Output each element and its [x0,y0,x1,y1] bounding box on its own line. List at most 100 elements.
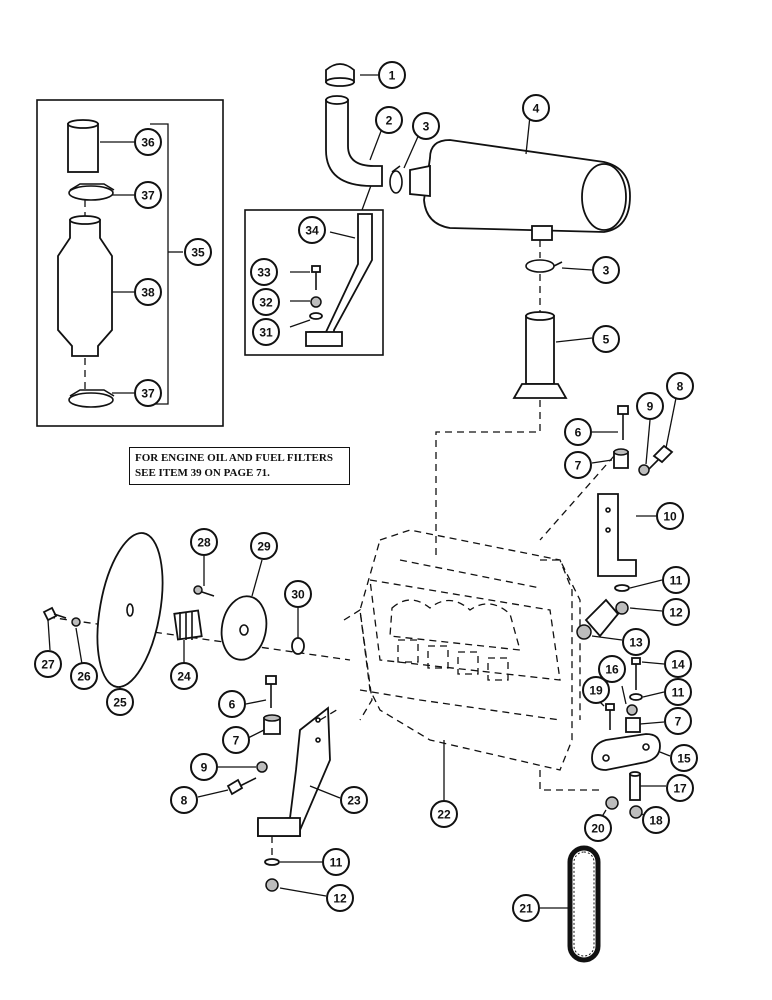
callout-number: 28 [197,536,211,550]
callout-number: 1 [389,69,396,83]
callout-circle [512,894,540,922]
callout-circle [662,598,690,626]
callout-circle [250,532,278,560]
lock-washer-9-lower [256,761,268,773]
callout-circle [222,726,250,754]
callout-number: 26 [77,670,91,684]
lock-washer-26 [71,617,81,627]
callout-number: 14 [671,658,685,672]
callout-number: 22 [437,808,451,822]
callout-6: 6 [218,690,246,718]
bolt-33 [311,265,321,290]
bolt-19 [605,703,615,730]
hub-24 [173,609,203,641]
filter-13 [576,598,620,640]
callout-circle [34,650,62,678]
callout-number: 38 [141,286,155,300]
callout-20: 20 [584,814,612,842]
callout-circle [412,112,440,140]
callout-21: 21 [512,894,540,922]
callout-9: 9 [636,392,664,420]
filters-reference-note: FOR ENGINE OIL AND FUEL FILTERS SEE ITEM… [129,447,350,485]
callout-number: 11 [672,686,685,700]
elbow-pipe-2 [325,95,383,187]
callout-number: 34 [305,224,319,238]
callout-circle [582,676,610,704]
callout-circle [378,61,406,89]
inline-muffler-38 [57,215,113,357]
callout-11: 11 [322,848,350,876]
callout-number: 27 [41,658,55,672]
callout-circle [340,786,368,814]
callout-number: 23 [347,794,361,808]
bolt-27 [42,606,67,622]
callout-6: 6 [564,418,592,446]
callout-circle [170,786,198,814]
callout-number: 5 [603,333,610,347]
callout-37: 37 [134,379,162,407]
callout-23: 23 [340,786,368,814]
callout-circle [190,753,218,781]
callout-circle [642,806,670,834]
lock-washer-32 [310,296,322,308]
callout-25: 25 [106,688,134,716]
callout-32: 32 [252,288,280,316]
callout-12: 12 [326,884,354,912]
callout-circle [592,325,620,353]
callout-number: 29 [257,540,271,554]
callout-circle [252,288,280,316]
callout-circle [564,451,592,479]
callout-11: 11 [664,678,692,706]
note-line-2: SEE ITEM 39 ON PAGE 71. [135,467,270,479]
callout-15: 15 [670,744,698,772]
callout-22: 22 [430,800,458,828]
callout-number: 24 [177,670,191,684]
callout-number: 13 [629,636,643,650]
callout-24: 24 [170,662,198,690]
callout-number: 37 [141,189,155,203]
callout-circle [134,128,162,156]
callout-circle [184,238,212,266]
callout-number: 3 [423,120,430,134]
callout-number: 10 [663,510,677,524]
callout-circle [218,690,246,718]
callout-number: 35 [191,246,205,260]
callout-2: 2 [375,106,403,134]
callout-circle [134,278,162,306]
callout-9: 9 [190,753,218,781]
callout-circle [664,707,692,735]
callout-31: 31 [252,318,280,346]
callout-number: 16 [605,663,619,677]
callout-number: 25 [113,696,127,710]
callout-number: 9 [647,400,654,414]
callout-circle [298,216,326,244]
callout-circle [430,800,458,828]
callout-3: 3 [412,112,440,140]
bracket-34 [305,213,373,347]
callout-circle [134,379,162,407]
callout-circle [592,256,620,284]
note-line-1: FOR ENGINE OIL AND FUEL FILTERS [135,452,333,464]
callout-number: 6 [575,426,582,440]
callout-14: 14 [664,650,692,678]
mount-7-upper [613,448,629,469]
callout-26: 26 [70,662,98,690]
washer-31 [309,312,323,320]
callout-circle [664,678,692,706]
callout-number: 12 [669,606,683,620]
callout-19: 19 [582,676,610,704]
fan-belt-21 [567,845,601,963]
callout-12: 12 [662,598,690,626]
callout-number: 19 [589,684,603,698]
callout-30: 30 [284,580,312,608]
plate-25 [96,532,164,688]
mount-7-lower-left [263,714,281,735]
callout-37: 37 [134,181,162,209]
clamp-37-upper [68,183,115,201]
mount-7-lower-right [625,717,641,733]
callout-circle [622,628,650,656]
callout-35: 35 [184,238,212,266]
callout-number: 30 [291,588,305,602]
callout-number: 12 [333,892,347,906]
nut-12-upper [615,601,629,615]
